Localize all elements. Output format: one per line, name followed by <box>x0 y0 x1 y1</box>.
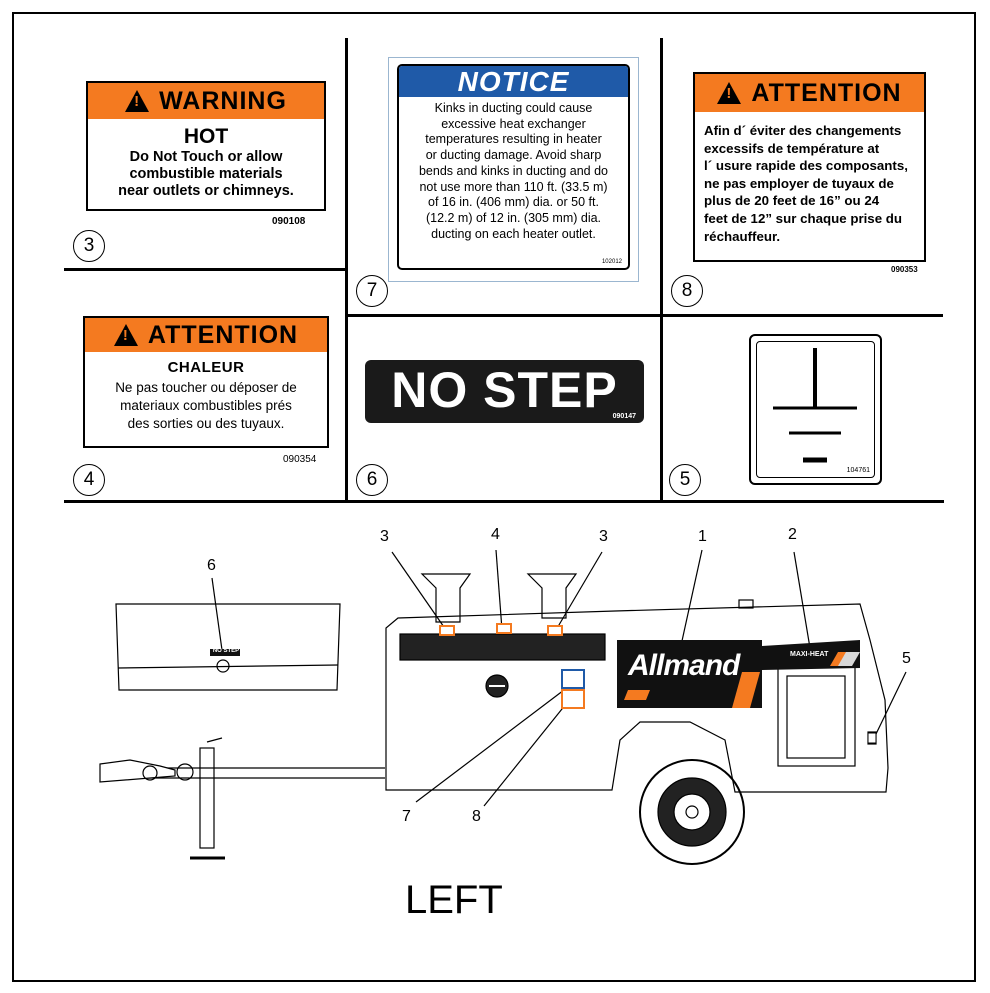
callout-4: 4 <box>491 526 500 543</box>
attention-fr-code: 090353 <box>891 265 918 274</box>
attention-chaleur-label: ATTENTION CHALEUR Ne pas toucher ou dépo… <box>83 316 329 448</box>
grid-line <box>345 38 348 502</box>
no-step-text: NO STEP <box>391 362 618 418</box>
item-number-5: 5 <box>669 464 701 496</box>
item-number-3: 3 <box>73 230 105 262</box>
notice-body-line: ducting on each heater outlet. <box>431 226 596 241</box>
item-number-4: 4 <box>73 464 105 496</box>
attention-fr-body-line: réchauffeur. <box>704 228 781 244</box>
attention-fr-header-text: ATTENTION <box>751 78 902 107</box>
warning-header-text: WARNING <box>159 86 287 115</box>
cover-no-step-decal: NO STEP <box>212 648 240 654</box>
notice-body-line: temperatures resulting in heater <box>425 132 602 147</box>
notice-body-line: excessive heat exchanger <box>441 116 586 131</box>
attention-fr-header: ATTENTION <box>695 74 924 112</box>
warning-triangle-icon <box>125 90 150 112</box>
ground-code: 104761 <box>846 467 870 474</box>
attention-fr-body-line: excessifs de température at <box>704 140 880 156</box>
warning-hot-label: WARNING HOT Do Not Touch or allow combus… <box>86 81 326 211</box>
notice-body-line: of 16 in. (406 mm) dia. or 50 ft. <box>428 195 599 210</box>
attention-fr-body-line: plus de 20 feet de 16” ou 24 <box>704 193 880 209</box>
callout-5: 5 <box>902 650 911 667</box>
chaleur-body: Ne pas toucher ou déposer de materiaux c… <box>85 379 327 433</box>
brand-logo: Allmand <box>628 649 740 682</box>
notice-body-line: (12.2 m) of 12 in. (305 mm) dia. <box>425 210 602 225</box>
warning-title: HOT <box>183 125 229 148</box>
callout-2: 2 <box>788 526 797 543</box>
warning-body-line: Do Not Touch or allow <box>129 149 283 165</box>
warning-body: Do Not Touch or allow combustible materi… <box>88 149 324 200</box>
attention-fr-body-line: Afin d´ éviter des changements <box>704 123 902 138</box>
warning-body-line: combustible materials <box>129 166 283 182</box>
warning-header: WARNING <box>88 83 324 119</box>
item-number-7: 7 <box>356 275 388 307</box>
grid-line <box>64 500 944 503</box>
no-step-label: NO STEP 090147 <box>365 360 644 423</box>
grid-line <box>660 38 663 502</box>
ground-icon <box>773 348 857 463</box>
model-badge: MAXI-HEAT <box>790 651 829 658</box>
notice-body-line: not use more than 110 ft. (33.5 m) <box>419 179 608 194</box>
callout-3-left: 3 <box>380 528 389 545</box>
notice-body-line: Kinks in ducting could cause <box>434 101 593 115</box>
notice-body: Kinks in ducting could cause excessive h… <box>399 101 628 242</box>
no-step-code: 090147 <box>612 413 636 420</box>
grid-line <box>345 314 943 317</box>
attention-fr-body-line: feet de 12” sur chaque prise du <box>704 210 903 226</box>
notice-label: NOTICE Kinks in ducting could cause exce… <box>397 64 630 270</box>
figure-frame <box>12 12 976 982</box>
notice-code: 102012 <box>601 259 622 265</box>
warning-triangle-icon <box>113 324 138 346</box>
grid-line <box>64 268 346 271</box>
item-number-8: 8 <box>671 275 703 307</box>
notice-label-backing <box>388 57 639 282</box>
chaleur-body-line: Ne pas toucher ou déposer de <box>115 380 297 395</box>
attention-fr-body: Afin d´ éviter des changements excessifs… <box>704 122 924 245</box>
attention-fr-body-line: ne pas employer de tuyaux de <box>704 175 894 191</box>
item-number-6: 6 <box>356 464 388 496</box>
notice-body-line: bends and kinks in ducting and do <box>418 163 609 178</box>
attention-french-label: ATTENTION Afin d´ éviter des changements… <box>693 72 926 262</box>
view-caption: LEFT <box>405 878 503 922</box>
ground-inner-frame <box>756 341 875 478</box>
callout-6: 6 <box>207 557 216 574</box>
attention-header: ATTENTION <box>85 318 327 352</box>
attention-fr-body-line: l´ usure rapide des composants, <box>704 158 908 174</box>
warning-code: 090108 <box>272 216 306 227</box>
callout-1: 1 <box>698 528 707 545</box>
notice-body-line: or ducting damage. Avoid sharp <box>425 148 602 163</box>
chaleur-body-line: des sorties ou des tuyaux. <box>127 416 285 431</box>
chaleur-title: CHALEUR <box>167 359 245 376</box>
ground-label: 104761 <box>749 334 882 485</box>
attention-header-text: ATTENTION <box>147 320 299 349</box>
warning-triangle-icon <box>717 82 742 104</box>
chaleur-body-line: materiaux combustibles prés <box>120 398 292 413</box>
callout-3-right: 3 <box>599 528 608 545</box>
notice-header-text: NOTICE <box>457 66 570 97</box>
callout-7: 7 <box>402 808 411 825</box>
chaleur-code: 090354 <box>283 454 317 465</box>
callout-8: 8 <box>472 808 481 825</box>
notice-header: NOTICE <box>399 66 628 97</box>
warning-body-line: near outlets or chimneys. <box>118 183 294 199</box>
